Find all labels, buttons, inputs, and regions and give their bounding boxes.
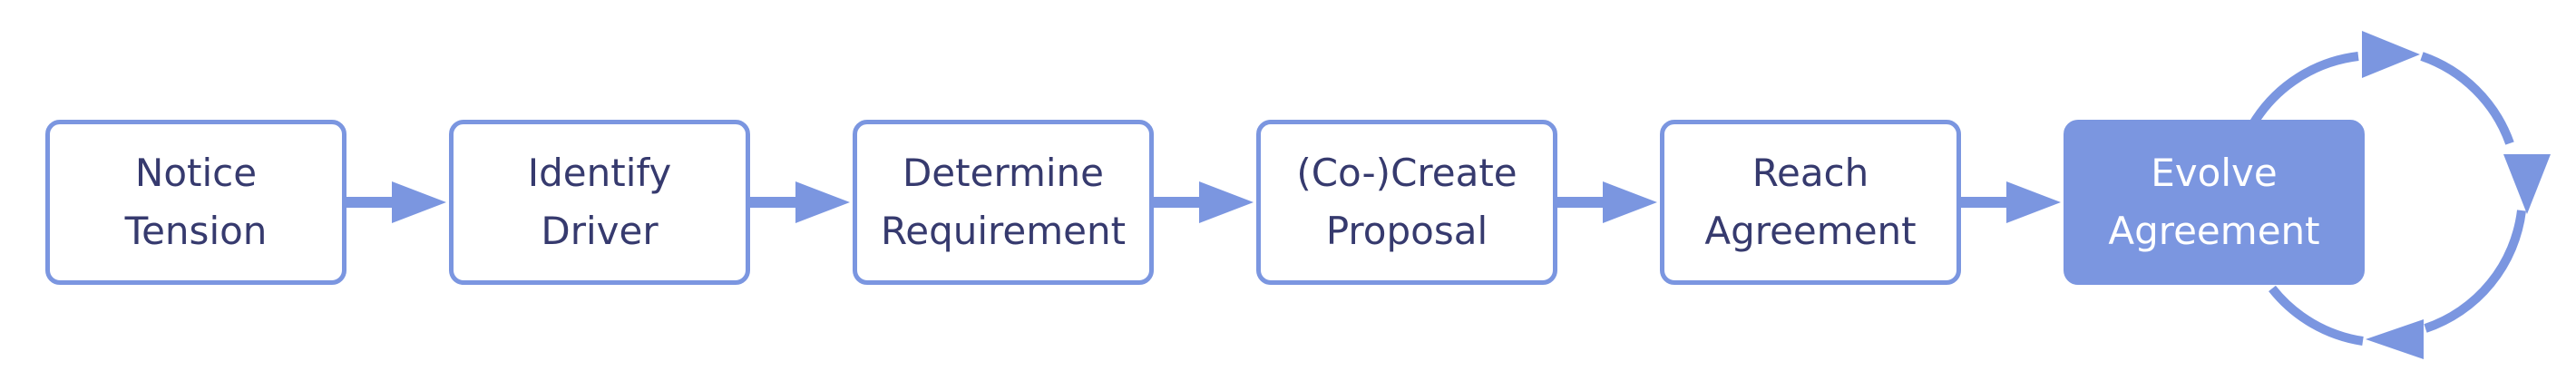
step-label: Notice Tension (124, 151, 268, 253)
loop-arrowhead-bottom (2366, 319, 2424, 359)
connector-arrow-2 (750, 181, 850, 223)
evolve-loop (2249, 31, 2551, 359)
step-label: Determine Requirement (880, 151, 1127, 253)
step-identify-driver: Identify Driver (449, 120, 750, 285)
connector-arrow-3 (1154, 181, 1254, 223)
step-co-create-proposal: (Co-)Create Proposal (1256, 120, 1557, 285)
step-reach-agreement: Reach Agreement (1660, 120, 1961, 285)
step-determine-requirement: Determine Requirement (853, 120, 1154, 285)
step-label: Evolve Agreement (2108, 151, 2320, 253)
loop-arrowhead-right (2503, 154, 2551, 214)
step-label: Reach Agreement (1704, 151, 1917, 253)
step-label: Identify Driver (527, 151, 672, 253)
step-evolve-agreement: Evolve Agreement (2064, 120, 2365, 285)
step-label: (Co-)Create Proposal (1296, 151, 1517, 253)
connector-arrow-1 (346, 181, 446, 223)
connector-arrow-5 (1961, 181, 2061, 223)
step-notice-tension: Notice Tension (45, 120, 346, 285)
connector-arrow-4 (1557, 181, 1657, 223)
loop-arrowhead-top (2362, 31, 2420, 78)
